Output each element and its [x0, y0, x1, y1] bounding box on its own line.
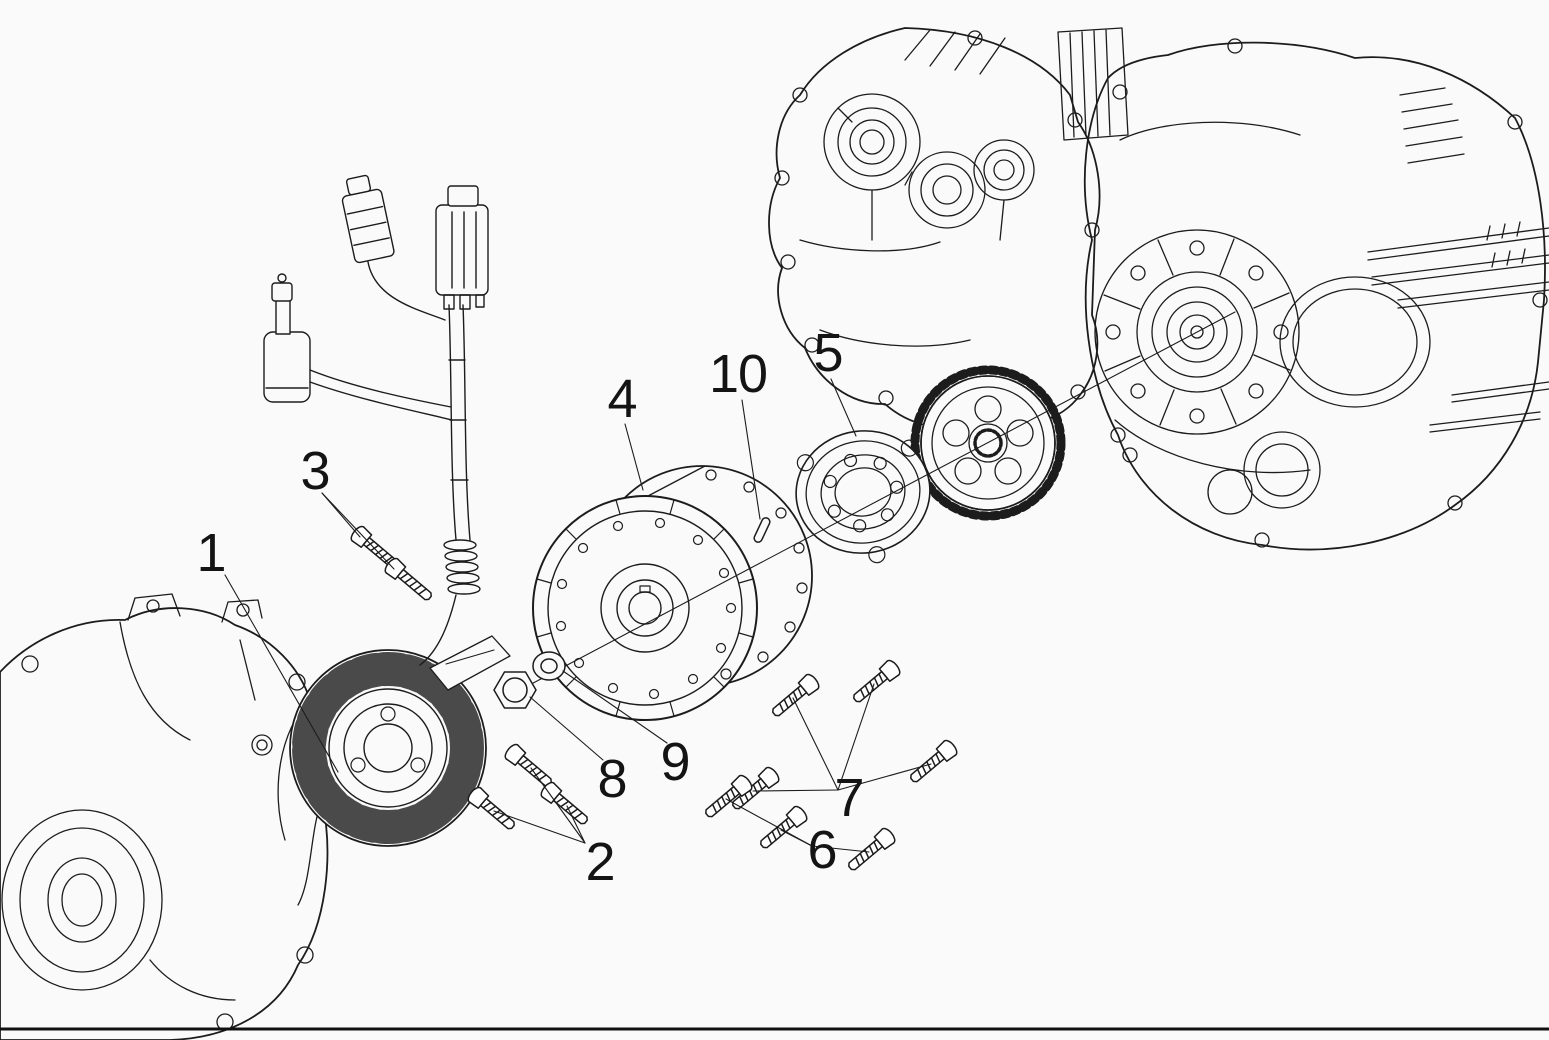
assembly-axis-line [519, 311, 1236, 691]
callout-7: 7 [834, 768, 864, 828]
bolt-drawing [848, 657, 904, 708]
callout-6: 6 [807, 820, 837, 880]
washer-drawing [532, 651, 566, 681]
bolt-drawing [767, 671, 823, 722]
flywheel-drawing [532, 465, 813, 721]
callout-1: 1 [196, 523, 226, 583]
callout-4: 4 [607, 369, 637, 429]
callout-2: 2 [585, 832, 615, 892]
fasteners-drawing [347, 517, 961, 876]
callout-leader-lines [224, 378, 932, 853]
bolt-drawing [755, 803, 811, 854]
nut-drawing [493, 671, 537, 709]
bearing-plate-drawing [795, 430, 931, 564]
callout-9: 9 [660, 732, 690, 792]
screw-drawing [381, 555, 437, 606]
screw-drawing [464, 784, 520, 835]
crankcase-cover-drawing [0, 593, 331, 1040]
screw-drawing [537, 779, 593, 830]
bolt-drawing [905, 737, 961, 788]
wiring-harness-drawing [263, 174, 489, 666]
callout-3: 3 [300, 441, 330, 501]
pin-drawing [753, 517, 771, 543]
crankcase-rear-half-drawing [768, 27, 1101, 430]
stator-drawing [289, 635, 511, 847]
crankcase-front-half-drawing [1057, 27, 1549, 551]
callout-10: 10 [708, 344, 768, 404]
callout-8: 8 [597, 749, 627, 809]
callout-5: 5 [813, 323, 843, 383]
